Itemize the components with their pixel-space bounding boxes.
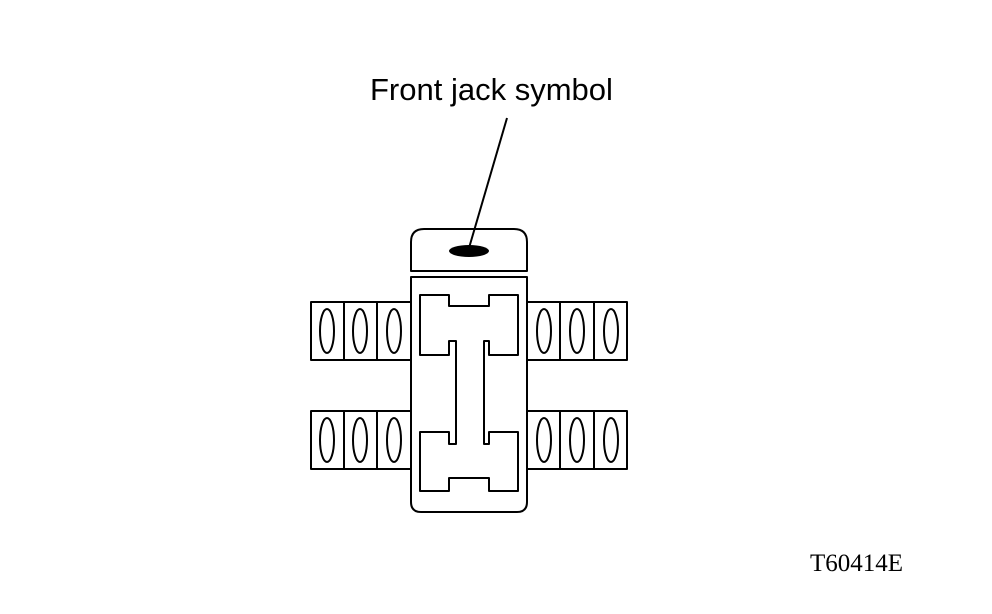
terminal-block-upper-right xyxy=(526,301,628,361)
front-jack-symbol xyxy=(449,245,489,257)
connector-cavity xyxy=(419,294,519,492)
terminal-block-lower-left xyxy=(310,410,412,470)
terminal-block-lower-right xyxy=(526,410,628,470)
figure-code: T60414E xyxy=(810,550,904,577)
terminal-block-upper-left xyxy=(310,301,412,361)
connector-body xyxy=(410,276,528,513)
connector-head xyxy=(410,228,528,272)
front-jack-symbol-label: Front jack symbol xyxy=(370,72,613,107)
leader-line xyxy=(468,117,508,249)
